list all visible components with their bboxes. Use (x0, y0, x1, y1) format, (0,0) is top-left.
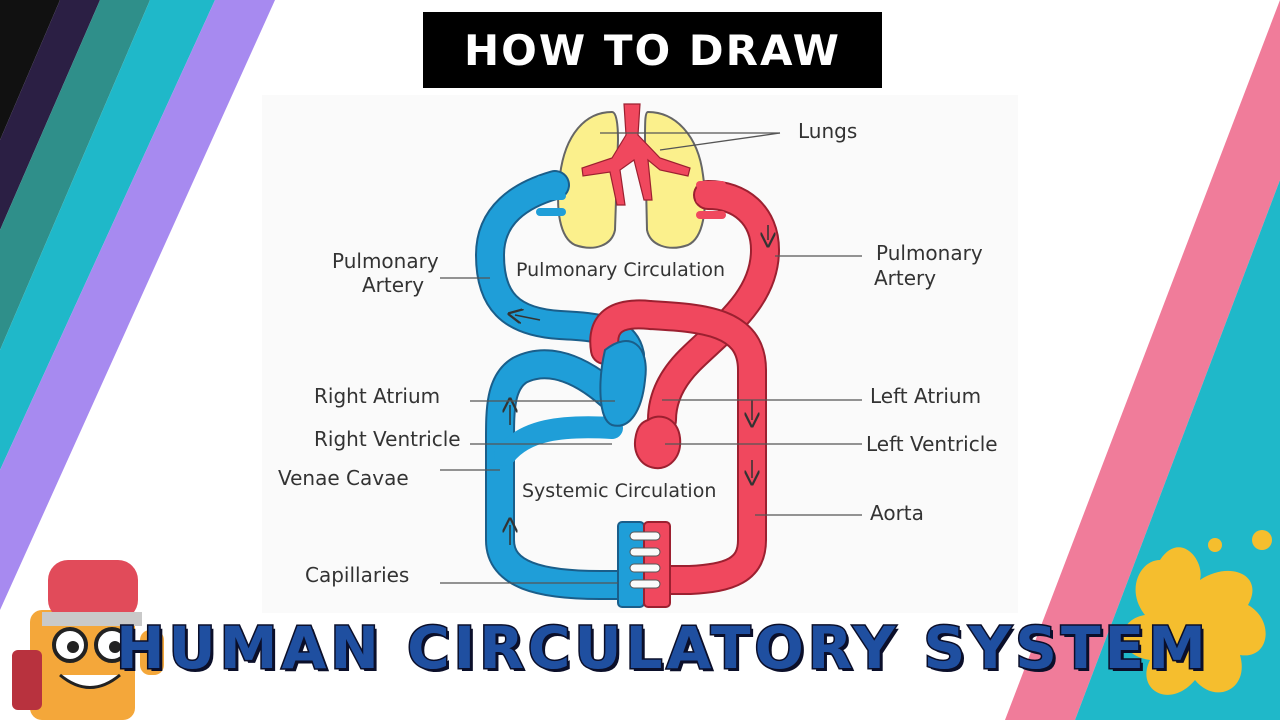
header-banner: HOW TO DRAW (423, 12, 882, 88)
stripe-right-pink (1005, 0, 1280, 720)
label-pulmonary-artery-right-2: Artery (874, 266, 936, 290)
footer-title: HUMAN CIRCULATORY SYSTEM (115, 613, 1210, 684)
label-capillaries: Capillaries (305, 563, 409, 587)
left-ventricle (634, 415, 682, 470)
footer-banner: HUMAN CIRCULATORY SYSTEM (115, 612, 1208, 684)
label-venae-cavae: Venae Cavae (278, 466, 409, 490)
vessel-right-ventricle-branch (494, 416, 623, 466)
label-left-ventricle: Left Ventricle (866, 432, 998, 456)
label-right-ventricle: Right Ventricle (314, 427, 461, 451)
label-pulmonary-artery-right-1: Pulmonary (876, 241, 983, 265)
label-right-atrium: Right Atrium (314, 384, 440, 408)
stripe-lavender (0, 0, 275, 610)
label-pulmonary-artery-left-2: Artery (362, 273, 424, 297)
trachea (581, 103, 691, 206)
label-systemic-circulation: Systemic Circulation (522, 480, 716, 502)
header-title: HOW TO DRAW (464, 25, 841, 75)
lung-left (557, 110, 620, 249)
splash-drop (1252, 530, 1272, 550)
label-aorta: Aorta (870, 501, 924, 525)
label-left-atrium: Left Atrium (870, 384, 981, 408)
leader-lines (440, 132, 862, 584)
pencil-mascot-icon (12, 560, 164, 720)
capillary-lung-left (536, 176, 566, 216)
systemic-capillaries (617, 521, 671, 608)
label-pulmonary-artery-left-1: Pulmonary (332, 249, 439, 273)
label-pulmonary-circulation: Pulmonary Circulation (516, 259, 725, 281)
splash-shape (1123, 547, 1266, 695)
splash-drop (1208, 538, 1222, 552)
flow-arrows (510, 225, 768, 545)
right-atrium (599, 340, 647, 427)
capillary-lung-right (696, 181, 726, 219)
label-lungs: Lungs (798, 119, 857, 143)
